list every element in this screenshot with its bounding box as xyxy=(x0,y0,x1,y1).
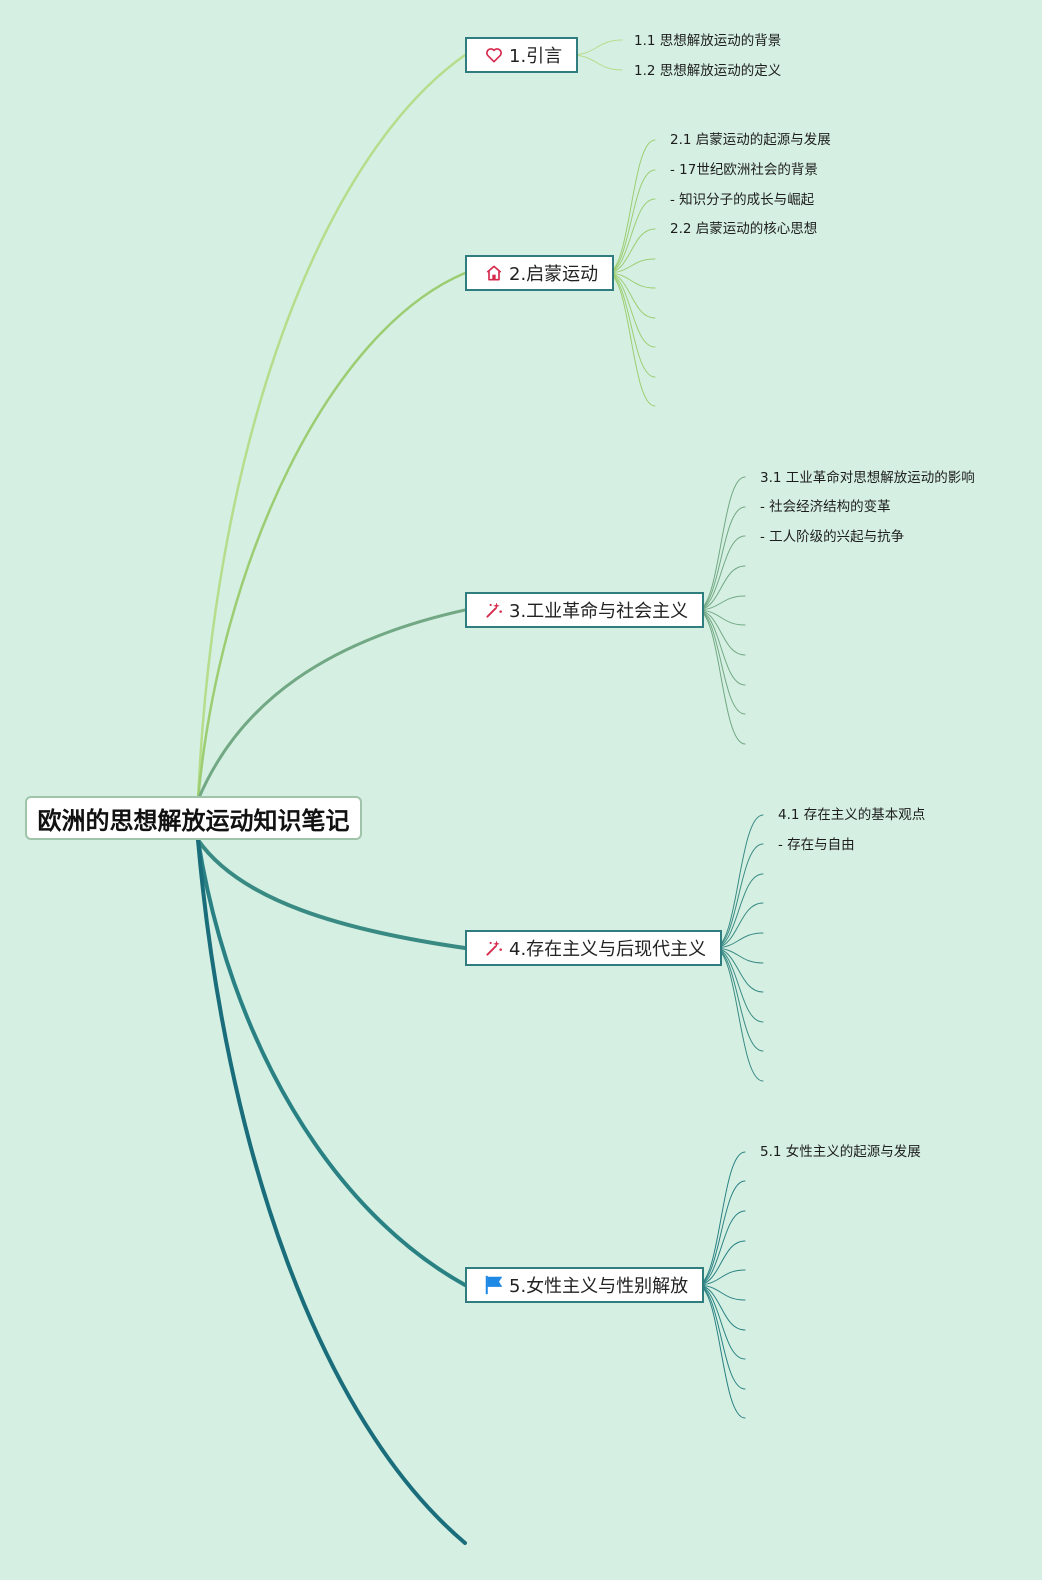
branch-topic-3[interactable]: 3.工业革命与社会主义 xyxy=(465,592,705,628)
branch-topic-5[interactable]: 5.女性主义与性别解放 xyxy=(465,1267,705,1303)
subtopic-item[interactable]: 2.2 启蒙运动的核心思想 xyxy=(670,221,818,237)
branch-label: 1.引言 xyxy=(509,46,563,67)
leaf-connector-4-1 xyxy=(713,814,764,949)
root-topic[interactable]: 欧洲的思想解放运动知识笔记 xyxy=(25,796,362,840)
branch-connector-1 xyxy=(196,53,467,802)
leaf-connector-5-9 xyxy=(696,1284,746,1390)
branch-topic-1[interactable]: 1.引言 xyxy=(465,37,579,73)
leaf-connector-3-1 xyxy=(696,476,746,611)
branch-label: 2.启蒙运动 xyxy=(509,264,599,285)
leaf-connector-2-1 xyxy=(606,139,656,274)
branch-topic-4[interactable]: 4.存在主义与后现代主义 xyxy=(465,930,723,966)
branch-label: 5.女性主义与性别解放 xyxy=(509,1276,689,1297)
subtopic-item[interactable]: 1.2 思想解放运动的定义 xyxy=(634,63,782,79)
leaf-connector-3-10 xyxy=(696,609,746,745)
subtopic-item[interactable]: - 工人阶级的兴起与抗争 xyxy=(760,529,905,545)
branch-connector-2 xyxy=(196,271,467,802)
subtopic-item[interactable]: 3.1 工业革命对思想解放运动的影响 xyxy=(760,470,975,486)
leaf-connector-2-8 xyxy=(606,272,656,348)
leaf-connector-3-2 xyxy=(696,506,746,611)
branch-label: 3.工业革命与社会主义 xyxy=(509,601,689,622)
leaf-connector-3-9 xyxy=(696,609,746,715)
sparkle-icon xyxy=(483,599,505,621)
leaf-connector-4-10 xyxy=(713,947,764,1082)
branch-connector-4 xyxy=(196,838,467,950)
leaf-connector-2-9 xyxy=(606,272,656,378)
sparkle-icon xyxy=(483,937,505,959)
leaf-connector-5-8 xyxy=(696,1284,746,1360)
home-icon xyxy=(483,262,505,284)
leaf-connector-5-1 xyxy=(696,1151,746,1286)
flag-icon xyxy=(483,1274,505,1296)
subtopic-item[interactable]: 4.1 存在主义的基本观点 xyxy=(778,807,926,823)
leaf-connector-5-10 xyxy=(696,1284,746,1419)
subtopic-item[interactable]: 1.1 思想解放运动的背景 xyxy=(634,33,782,49)
leaf-connector-5-3 xyxy=(696,1210,746,1286)
subtopic-item[interactable]: - 知识分子的成长与崛起 xyxy=(670,192,815,208)
root-title: 欧洲的思想解放运动知识笔记 xyxy=(37,806,350,835)
subtopic-item[interactable]: - 存在与自由 xyxy=(778,837,855,853)
branch-label: 4.存在主义与后现代主义 xyxy=(509,939,707,960)
leaf-connector-3-8 xyxy=(696,609,746,686)
branch-topic-2[interactable]: 2.启蒙运动 xyxy=(465,255,615,291)
branch-connector-5 xyxy=(196,838,467,1287)
leaf-connector-3-3 xyxy=(696,535,746,611)
subtopic-item[interactable]: 2.1 启蒙运动的起源与发展 xyxy=(670,132,831,148)
leaf-connector-1-2 xyxy=(570,54,623,71)
leaf-connector-5-2 xyxy=(696,1180,746,1286)
heart-icon xyxy=(483,44,505,66)
branch-connector-6 xyxy=(196,838,467,1545)
leaf-connector-2-10 xyxy=(606,272,656,407)
leaf-connector-2-3 xyxy=(606,198,656,274)
branch-connector-3 xyxy=(196,608,467,802)
leaf-connector-1-1 xyxy=(570,39,623,56)
subtopic-item[interactable]: 5.1 女性主义的起源与发展 xyxy=(760,1144,921,1160)
subtopic-item[interactable]: - 社会经济结构的变革 xyxy=(760,499,891,515)
subtopic-item[interactable]: - 17世纪欧洲社会的背景 xyxy=(670,162,818,178)
leaf-connector-2-2 xyxy=(606,169,656,274)
